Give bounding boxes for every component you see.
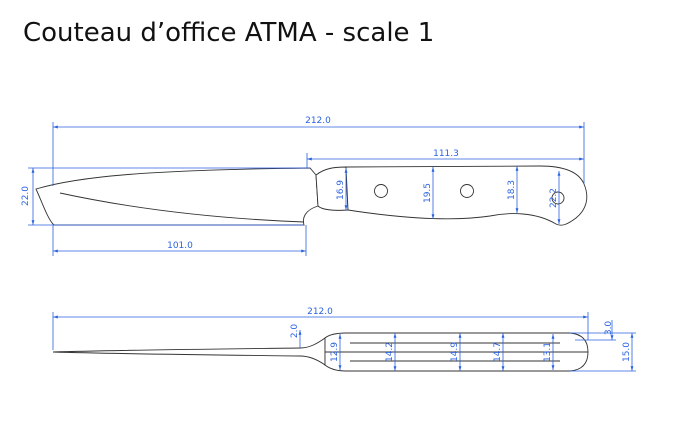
page-title: Couteau d’office ATMA - scale 1 (23, 18, 435, 48)
knife-top-view (52, 332, 589, 372)
dim-blade-thickness: 2.0 (290, 324, 300, 339)
dim-bolster-height: 16.9 (336, 180, 346, 200)
dim-blade-height: 22.0 (21, 186, 31, 206)
dim-end-offset: 3.0 (604, 321, 614, 336)
dim-blade-length: 101.0 (167, 241, 193, 251)
dim-total-length-side: 212.0 (305, 116, 331, 126)
dim-total-length-top: 212.0 (307, 307, 333, 317)
top-view-dimensions: 212.0 2.0 12.9 14.2 14.9 14.7 13.1 3.0 1… (52, 307, 636, 372)
dim-handle-thickness-2: 14.2 (385, 342, 395, 362)
knife-side-view (35, 165, 588, 226)
dim-handle-thickness-4: 14.7 (493, 342, 503, 362)
dim-handle-length: 111.3 (433, 149, 459, 159)
blade-top-outline (52, 337, 326, 366)
dim-handle-thickness-1: 12.9 (330, 342, 340, 362)
blade-edge-line (59, 192, 305, 223)
side-view-dimensions: 212.0 111.3 22.0 101.0 16.9 19.5 18.3 22… (21, 116, 585, 256)
dim-handle-end-height: 22.2 (549, 188, 559, 208)
dim-handle-thickness-3: 14.9 (450, 342, 460, 362)
dim-handle-thickness-5: 13.1 (543, 342, 553, 362)
dim-handle-height-1: 19.5 (423, 183, 433, 203)
rivet-front (374, 184, 388, 198)
rivet-rear (460, 184, 474, 198)
dim-end-thickness: 15.0 (622, 342, 632, 362)
handle-outline (345, 165, 588, 226)
dim-handle-height-2: 18.3 (507, 180, 517, 200)
